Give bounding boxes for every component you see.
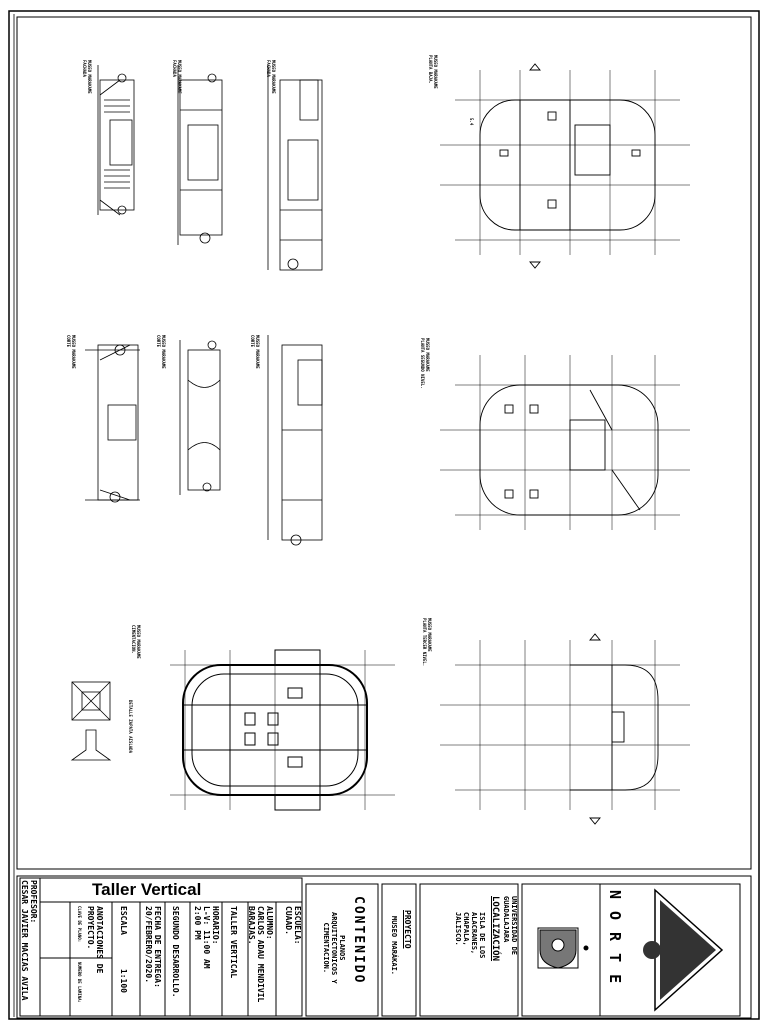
plan-ground-floor: [440, 63, 690, 269]
plan-foundation-subtitle: CIMENTACION.: [131, 625, 136, 654]
plan-upper-title: MUSEO MARAKAME: [425, 338, 430, 372]
number-label: NUMERO DE LAMINA:: [77, 962, 82, 1003]
schedule-1: L-V: 11:00 AM: [202, 906, 211, 969]
section-2-title: MUSEO MARAKAME: [161, 335, 166, 369]
location-line-3: CHAPALA,: [462, 912, 470, 946]
plan-foundation: [170, 649, 395, 811]
project-heading: PROYECTO: [403, 910, 412, 949]
contents-line-3: CIMENTACION.: [322, 922, 330, 974]
key-label: CLAVE DE PLANO:: [77, 906, 82, 943]
scale-label: ESCALA: [119, 906, 128, 935]
section-1-title: MUSEO MARAKAME: [71, 335, 76, 369]
student-label: ALUMNO:: [265, 906, 274, 940]
plan-third-floor: [440, 633, 690, 825]
plan-third-subtitle: PLANTA TERCER NIVEL.: [422, 618, 427, 667]
elevation-1-title: MUSEO MARAKAME: [87, 60, 92, 94]
location-line-4: JALISCO.: [454, 912, 462, 946]
section-1: [85, 344, 140, 503]
delivery-date: 20/FEBRERO/2020.: [144, 906, 153, 984]
student-name-2: BARAJAS.: [247, 906, 256, 945]
student-name-1: CARLOS ADAU MENDIVIL: [256, 906, 265, 1003]
plan-ground-title: MUSEO MARAKAME: [433, 55, 438, 89]
location-heading: LOCALIZACIÓN: [490, 896, 500, 962]
notes-label-1: ANOTACIONES DE: [95, 906, 104, 974]
outer-border: [8, 10, 760, 1020]
workshop-label: TALLER VERTICAL: [229, 906, 238, 979]
elevation-1-hatch: [104, 99, 130, 189]
contents-heading: CONTENIDO: [351, 896, 366, 985]
north-arrow-icon: [643, 888, 724, 1012]
location-line-2: ALACRANES,: [470, 912, 478, 955]
dimension-label: 5.4: [469, 118, 474, 126]
location-line-1: ISLA DE LOS: [478, 912, 486, 959]
plan-third-title: MUSEO MARAKAME: [427, 618, 432, 652]
section-3: [267, 335, 323, 546]
project-name: MUSEO MARÁKAI.: [390, 916, 398, 976]
elevation-3: [267, 65, 323, 271]
course-title: Taller Vertical: [92, 880, 202, 899]
schedule-2: 2:00 PM: [193, 906, 202, 940]
school-label: ESCUELA:: [293, 906, 302, 945]
title-block: [16, 875, 752, 1019]
footing-detail-title: DETALLE ZAPATA AISLADA: [128, 700, 133, 753]
professor-label: PROFESOR:: [29, 880, 38, 924]
university-line-2: GUADALAJARA: [502, 896, 510, 943]
stage-label: SEGUNDO DESARROLLO.: [171, 906, 180, 998]
university-crest-icon: [537, 927, 589, 969]
contents-line-1: PLANOS: [338, 935, 346, 961]
elevation-3-title: MUSEO MARAKAME: [271, 60, 276, 94]
north-label: NORTE: [606, 890, 624, 996]
plan-foundation-title: MUSEO MARAKAME: [136, 625, 141, 659]
inner-border: [16, 16, 752, 870]
section-2: [179, 340, 221, 495]
plan-upper-subtitle: PLANTA SEGUNDO NIVEL.: [420, 338, 425, 389]
plan-ground-subtitle: PLANTA BAJA.: [428, 55, 433, 84]
scale-value: 1:100: [119, 968, 128, 993]
school-value: CUAAD.: [284, 906, 293, 935]
plan-second-floor: [440, 355, 690, 530]
schedule-label: HORARIO:: [211, 906, 220, 945]
contents-line-2: ARQUITECTONICOS Y: [330, 912, 338, 984]
university-line-1: UNIVERSIDAD DE: [510, 896, 518, 956]
professor-name: CESAR JAVIER MACIAS AVILA: [20, 880, 29, 1001]
elevation-2: [177, 65, 223, 245]
section-3-title: MUSEO MARAKAME: [255, 335, 260, 369]
elevation-2-title: MUSEO MARAKAME: [177, 60, 182, 94]
footing-detail: [70, 681, 112, 761]
notes-label-2: PROYECTO.: [86, 906, 95, 950]
elevation-1: [97, 65, 135, 216]
delivery-label: FECHA DE ENTREGA:: [153, 906, 162, 988]
